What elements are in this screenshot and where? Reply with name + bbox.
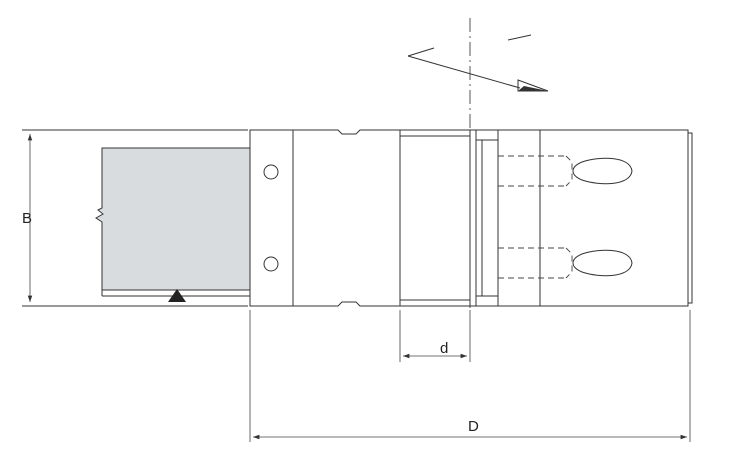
knife-slot-bottom	[498, 247, 633, 279]
triangle-up-icon	[168, 289, 186, 302]
rotation-arrow-icon	[407, 34, 549, 92]
workpiece	[22, 129, 251, 307]
label-b: B	[22, 210, 32, 227]
dimension-d: d	[399, 310, 471, 362]
label-big-d: D	[468, 418, 479, 435]
cutter-body	[249, 129, 693, 307]
knife-slot-top	[498, 155, 633, 187]
dimension-b: B	[22, 134, 33, 302]
label-d: d	[440, 340, 448, 357]
dimension-big-d: D	[249, 310, 691, 442]
